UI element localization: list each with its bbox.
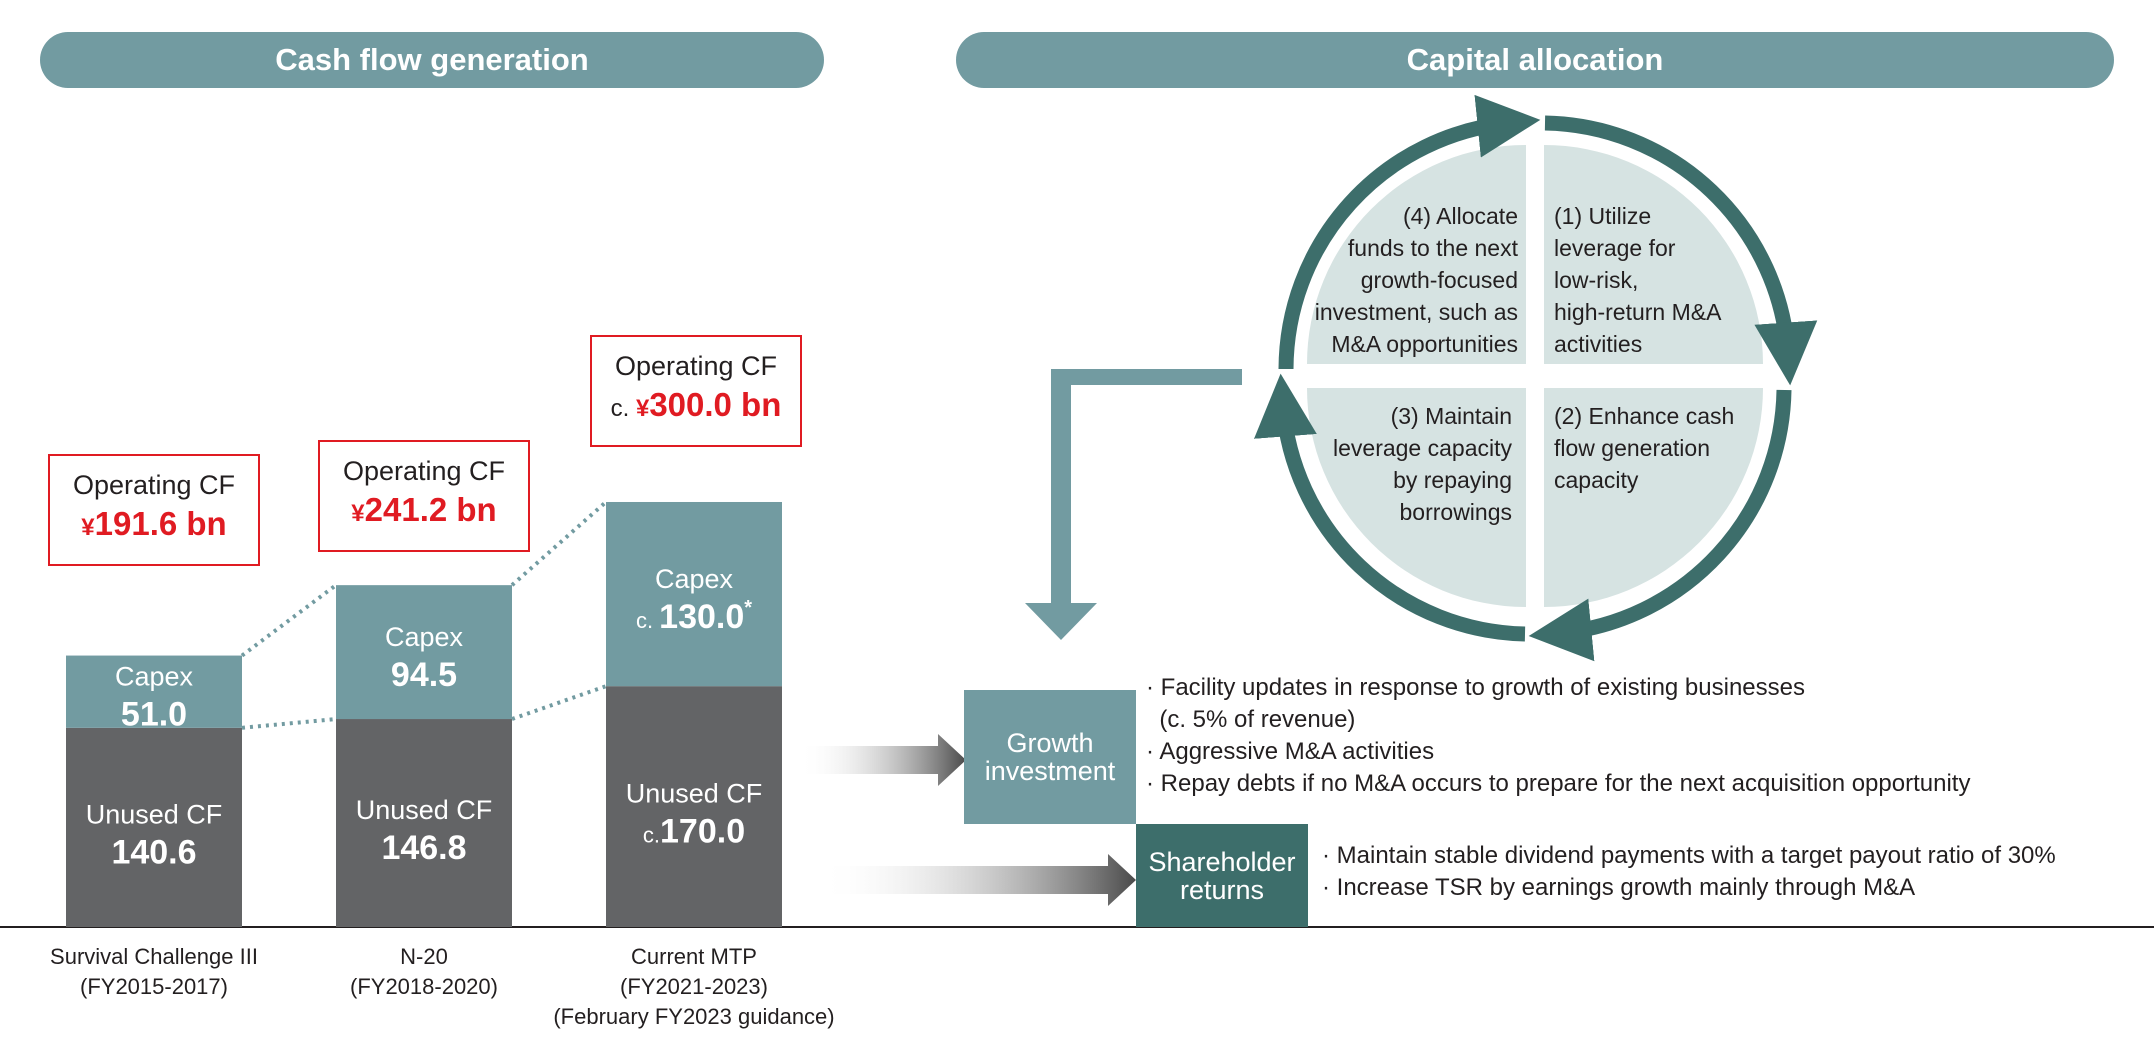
x-axis-label-line: (FY2018-2020) (350, 974, 498, 999)
shareholder-label-line: Shareholder (1148, 846, 1296, 877)
cycle-text-line: (3) Maintain (1390, 403, 1512, 429)
allocation-cycle (1254, 94, 1818, 662)
bullet-item: · Maintain stable dividend payments with… (1322, 842, 2056, 869)
cycle-quadrant-4 (1307, 145, 1526, 364)
cycle-text-line: leverage for (1554, 235, 1676, 261)
shareholder-flow-arrow (820, 854, 1136, 906)
unused-cf-label: Unused CF (356, 795, 493, 825)
operating-cf-box: Operating CF c. ¥300.0 bn (590, 335, 802, 447)
unused-cf-value: c.170.0 (643, 813, 745, 851)
cycle-arrow-top-left (1278, 94, 1541, 370)
capex-label: Capex (655, 564, 734, 594)
operating-cf-box: Operating CF ¥191.6 bn (48, 454, 260, 566)
unused-cf-bar (66, 727, 242, 927)
shareholder-bullets: · Maintain stable dividend payments with… (1322, 840, 2056, 904)
cycle-text-2: (2) Enhance cash flow generation capacit… (1554, 400, 1754, 496)
cycle-text-1: (1) Utilize leverage for low-risk, high-… (1554, 200, 1754, 360)
unused-cf-label: Unused CF (626, 779, 763, 809)
x-axis-label: N-20 (FY2018-2020) (274, 942, 574, 1002)
x-axis-label: Survival Challenge III (FY2015-2017) (4, 942, 304, 1002)
cycle-arrow-bottom-right (1528, 389, 1792, 662)
allocation-flow-arrow (1025, 369, 1242, 640)
unused-cf-label: Unused CF (86, 799, 223, 829)
x-axis-label-line: (FY2021-2023) (620, 974, 768, 999)
capex-top-connector (240, 583, 338, 658)
cycle-text-3: (3) Maintain leverage capacity by repayi… (1266, 400, 1512, 528)
cycle-text-line: M&A opportunities (1331, 331, 1518, 357)
x-axis-label-line: (February FY2023 guidance) (553, 1004, 835, 1029)
cycle-text-line: flow generation (1554, 435, 1710, 461)
unused-cf-value: 146.8 (381, 829, 466, 867)
bullet-item: · Facility updates in response to growth… (1146, 674, 1806, 701)
capex-value: 51.0 (121, 696, 187, 734)
operating-cf-value: ¥241.2 bn (351, 491, 497, 528)
cycle-quadrant-2 (1544, 388, 1763, 607)
cycle-text-line: (1) Utilize (1554, 203, 1652, 229)
unused-cf-bar (336, 719, 512, 927)
growth-investment-box: Growth investment (964, 690, 1136, 824)
header-label: Cash flow generation (275, 42, 589, 77)
cycle-text-line: (4) Allocate (1402, 203, 1518, 229)
shareholder-returns-box: Shareholder returns (1136, 824, 1308, 927)
cash-flow-generation-header: Cash flow generation (40, 32, 824, 88)
cycle-text-line: by repaying (1393, 467, 1512, 493)
cycle-text-line: investment, such as (1314, 299, 1518, 325)
capex-value: c. 130.0* (636, 597, 752, 636)
cycle-arrow-bottom-left (1254, 373, 1526, 642)
bullet-item: · Increase TSR by earnings growth mainly… (1322, 874, 1916, 901)
x-axis-label-line: (FY2015-2017) (80, 974, 228, 999)
shareholder-label-line: returns (1179, 874, 1265, 905)
capex-bar (606, 501, 782, 687)
cycle-text-line: borrowings (1399, 499, 1513, 525)
capex-label: Capex (115, 662, 194, 692)
growth-bullets: · Facility updates in response to growth… (1146, 672, 1970, 800)
cycle-text-line: (2) Enhance cash (1554, 403, 1735, 429)
cycle-text-line: funds to the next (1347, 235, 1518, 261)
capex-bottom-connector (241, 717, 337, 730)
cycle-text-line: activities (1554, 331, 1643, 357)
cycle-text-line: growth-focused (1360, 267, 1518, 293)
cycle-text-4: (4) Allocate funds to the next growth-fo… (1266, 200, 1518, 360)
capex-label: Capex (385, 622, 464, 652)
capex-bottom-connector (511, 684, 607, 721)
growth-label-line: investment (984, 756, 1116, 786)
cycle-text-line: leverage capacity (1333, 435, 1512, 461)
x-axis-label-line: Current MTP (631, 944, 757, 969)
capex-top-connector (510, 500, 608, 587)
cycle-text-line: low-risk, (1554, 267, 1639, 293)
capex-bar (336, 585, 512, 720)
capex-value: 94.5 (391, 656, 457, 694)
capital-allocation-header: Capital allocation (956, 32, 2114, 88)
x-axis-label-line: Survival Challenge III (50, 944, 258, 969)
operating-cf-box: Operating CF ¥241.2 bn (318, 440, 530, 552)
bullet-item: · Aggressive M&A activities (1146, 738, 1435, 765)
bullet-item: · Repay debts if no M&A occurs to prepar… (1146, 770, 1971, 797)
cycle-quadrant-1 (1544, 145, 1763, 364)
growth-flow-arrow (800, 734, 966, 786)
unused-cf-value: 140.6 (111, 833, 196, 871)
operating-cf-title: Operating CF (342, 456, 506, 486)
cycle-arrow-top-right (1544, 115, 1818, 386)
bullet-item: (c. 5% of revenue) (1146, 706, 1356, 733)
x-axis-label-line: N-20 (400, 944, 448, 969)
x-axis-label: Current MTP (FY2021-2023) (February FY2023… (544, 942, 844, 1032)
header-label: Capital allocation (1406, 42, 1664, 77)
cycle-text-line: capacity (1554, 467, 1639, 493)
operating-cf-value: ¥191.6 bn (81, 505, 227, 542)
operating-cf-title: Operating CF (614, 351, 778, 381)
cycle-quadrant-3 (1307, 388, 1526, 607)
operating-cf-title: Operating CF (72, 470, 236, 500)
cycle-text-line: high-return M&A (1554, 299, 1722, 325)
unused-cf-bar (606, 686, 782, 927)
growth-label-line: Growth (1006, 728, 1094, 758)
capex-bar (66, 655, 242, 728)
operating-cf-value: c. ¥300.0 bn (610, 386, 782, 423)
